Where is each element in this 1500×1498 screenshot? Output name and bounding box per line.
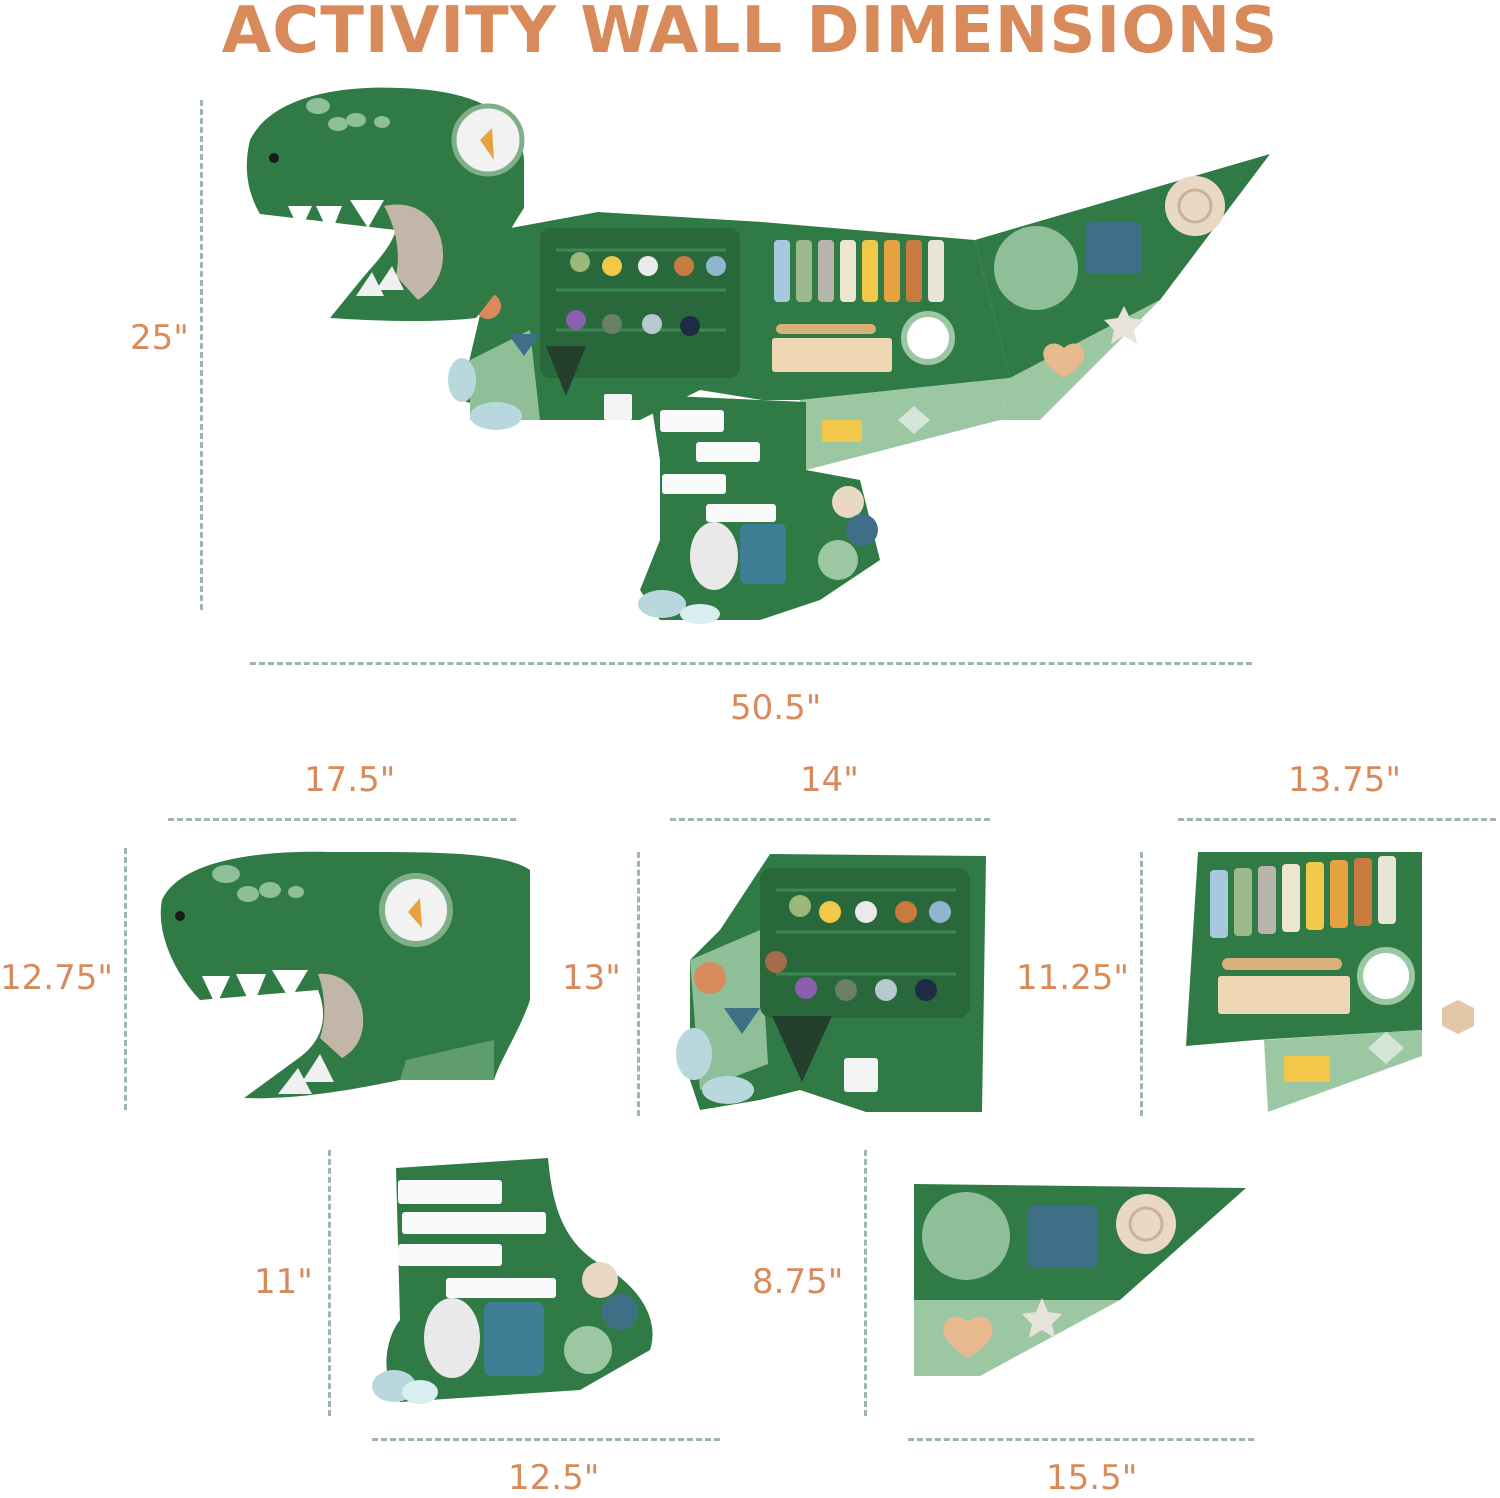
full-height-label: 25" — [130, 318, 189, 358]
dinosaur-full-illustration — [246, 87, 1270, 624]
body-height-left-guide — [637, 852, 640, 1116]
xylo-width-label: 13.75" — [1288, 760, 1401, 800]
leg-width-label: 12.5" — [508, 1458, 600, 1498]
dinosaur-head-icon — [246, 87, 525, 430]
head-height-label: 12.75" — [0, 958, 113, 998]
leg-width-guide — [372, 1438, 720, 1441]
leg-height-label: 11" — [254, 1262, 313, 1302]
body-height-right-label: 11.25" — [1016, 958, 1129, 998]
body-height-right-guide — [1140, 852, 1143, 1116]
xylophone-panel-icon — [762, 222, 1010, 470]
page-title: ACTIVITY WALL DIMENSIONS — [221, 0, 1279, 68]
tail-height-guide — [864, 1150, 867, 1416]
head-width-guide — [168, 818, 516, 821]
leg-piece-illustration — [372, 1158, 653, 1404]
full-height-guide — [200, 100, 203, 610]
leg-height-guide — [328, 1150, 331, 1416]
full-width-label: 50.5" — [730, 688, 822, 728]
head-width-label: 17.5" — [304, 760, 396, 800]
xylo-width-guide — [1178, 818, 1496, 821]
head-piece-illustration — [160, 851, 531, 1099]
body-width-label: 14" — [800, 760, 859, 800]
tail-width-label: 15.5" — [1046, 1458, 1138, 1498]
full-width-guide — [250, 662, 1252, 665]
body-height-left-label: 13" — [562, 958, 621, 998]
dinosaur-body-icon — [460, 212, 762, 420]
body-piece-illustration — [676, 854, 986, 1112]
tail-height-label: 8.75" — [752, 1262, 844, 1302]
tail-piece-illustration — [914, 1184, 1246, 1376]
dinosaur-leg-icon — [638, 395, 880, 624]
body-width-guide — [670, 818, 990, 821]
head-height-guide — [124, 848, 127, 1110]
xylophone-piece-illustration — [1186, 852, 1474, 1112]
tail-width-guide — [908, 1438, 1254, 1441]
dinosaur-tail-icon — [973, 154, 1270, 420]
